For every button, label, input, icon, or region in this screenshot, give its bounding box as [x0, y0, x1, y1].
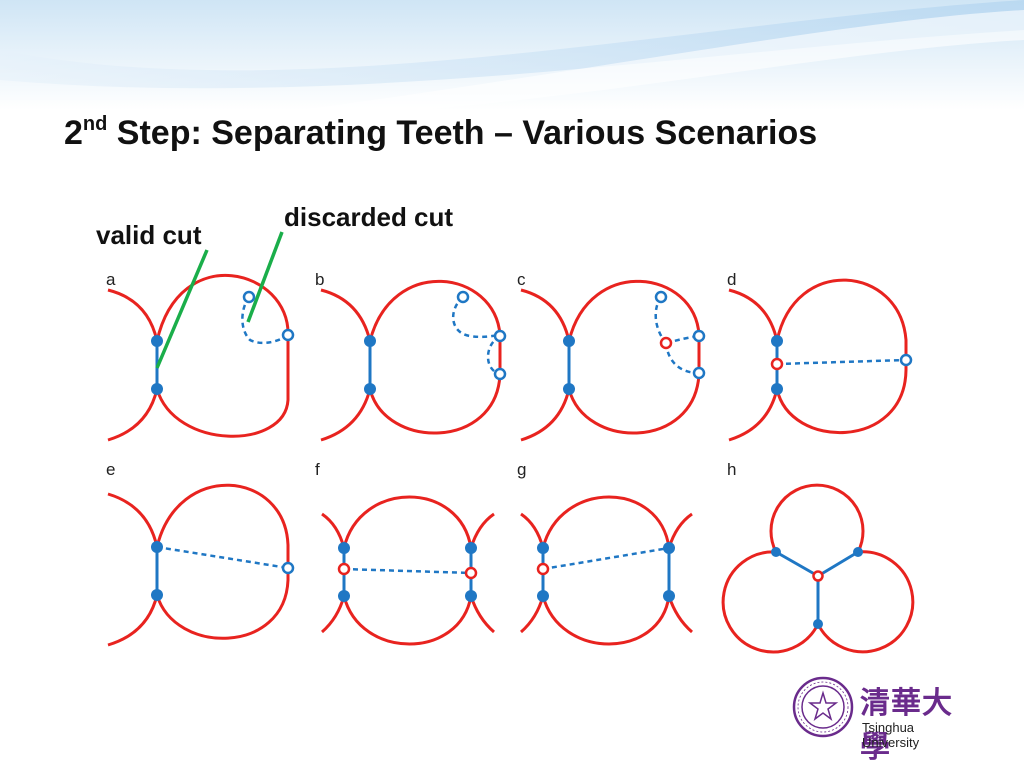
panel-label-f: f: [315, 460, 320, 479]
cut-point: [771, 335, 783, 347]
valid-cut-pointer: [155, 249, 209, 369]
cut-point: [364, 335, 376, 347]
title-prefix: 2: [64, 114, 83, 152]
junction-point: [536, 562, 550, 576]
panel-label-h: h: [727, 460, 737, 479]
candidate-point: [493, 329, 507, 343]
candidate-point: [493, 367, 507, 381]
tooth-boundary: [567, 279, 701, 435]
cut-point: [151, 383, 163, 395]
candidate-point: [456, 290, 470, 304]
panel-label-d: d: [727, 270, 737, 289]
tooth-boundary: [667, 512, 693, 634]
valid-cut-line: [775, 550, 819, 578]
cut-point: [853, 547, 863, 557]
candidate-point: [899, 353, 913, 367]
discarded-cut-line: [241, 296, 289, 345]
panel-f: [321, 495, 495, 646]
junction-point: [659, 336, 673, 350]
discarded-cut-pointer: [246, 231, 284, 323]
panel-label-g: g: [517, 460, 527, 479]
title-superscript: nd: [82, 113, 108, 135]
tooth-boundary: [769, 483, 865, 553]
cut-point: [537, 590, 549, 602]
page-title: 2nd Step: Separating Teeth – Various Sce…: [64, 114, 817, 153]
cut-point: [465, 590, 477, 602]
tooth-boundary: [368, 279, 502, 435]
panel-a: [107, 273, 295, 442]
panel-e: [107, 483, 295, 647]
candidate-point: [692, 366, 706, 380]
tooth-boundary: [816, 550, 915, 654]
university-seal-icon: [792, 676, 854, 738]
tooth-boundary: [155, 273, 290, 438]
candidate-point: [281, 561, 295, 575]
cut-point: [338, 590, 350, 602]
panel-c: [520, 279, 706, 442]
junction-point: [464, 566, 478, 580]
discarded-cut-line: [654, 296, 667, 344]
header-background: [0, 0, 1024, 110]
panel-label-a: a: [106, 270, 116, 289]
valid-cut-label: valid cut: [96, 220, 202, 250]
tooth-boundary: [728, 288, 779, 442]
cut-point: [151, 541, 163, 553]
panel-label-e: e: [106, 460, 116, 479]
panel-b: [320, 279, 507, 442]
valid-cut-line: [817, 550, 859, 578]
panel-d: [728, 278, 913, 442]
panel-h: [721, 483, 915, 654]
junction-point: [337, 562, 351, 576]
cut-point: [151, 589, 163, 601]
university-name-chinese: 清華大學: [860, 686, 953, 765]
tooth-boundary: [721, 550, 820, 654]
cut-point: [813, 619, 823, 629]
discarded-cut-line: [776, 358, 907, 366]
cut-point: [771, 383, 783, 395]
university-name-english: Tsinghua University: [862, 720, 920, 750]
candidate-point: [242, 290, 256, 304]
tooth-boundary: [107, 492, 159, 647]
panel-g: [520, 495, 693, 646]
cut-point: [537, 542, 549, 554]
cut-point: [338, 542, 350, 554]
candidate-point: [692, 329, 706, 343]
junction-point: [770, 357, 784, 371]
discarded-cut-line: [156, 545, 289, 570]
discarded-cut-line: [542, 546, 670, 571]
cut-point: [663, 590, 675, 602]
candidate-point: [654, 290, 668, 304]
cut-point: [465, 542, 477, 554]
cut-point: [563, 383, 575, 395]
cut-point: [771, 547, 781, 557]
tooth-boundary: [520, 288, 571, 442]
panel-label-c: c: [517, 270, 526, 289]
discarded-cut-line: [664, 342, 700, 375]
discarded-cut-label: discarded cut: [284, 202, 454, 232]
tooth-boundary: [541, 495, 671, 646]
discarded-cut-line: [452, 296, 501, 339]
junction-point: [812, 570, 824, 582]
title-text: Step: Separating Teeth – Various Scenari…: [107, 114, 818, 152]
tooth-boundary: [107, 288, 159, 442]
panel-label-b: b: [315, 270, 325, 289]
cut-point: [563, 335, 575, 347]
university-logo: 清華大學 Tsinghua University: [792, 676, 974, 765]
tooth-boundary: [320, 288, 372, 442]
cut-point: [663, 542, 675, 554]
tooth-boundary: [155, 483, 290, 640]
tooth-boundary: [775, 278, 908, 435]
cut-point: [364, 383, 376, 395]
discarded-cut-line: [343, 567, 472, 575]
cut-point: [151, 335, 163, 347]
candidate-point: [281, 328, 295, 342]
